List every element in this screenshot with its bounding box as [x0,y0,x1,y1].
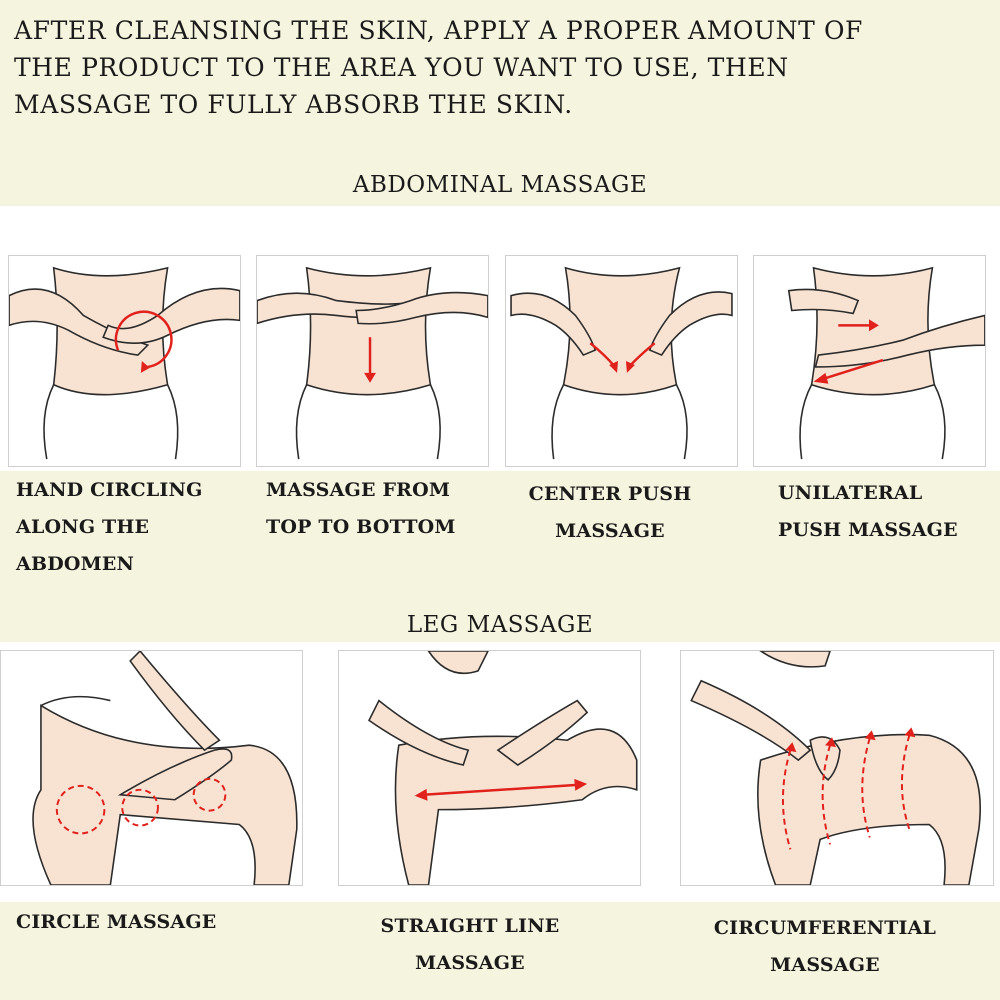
caption-line: ABDOMEN [16,553,135,575]
caption-center-push: CENTER PUSH MASSAGE [500,476,720,550]
leg-illustration-straight [338,650,641,886]
caption-circumferential: CIRCUMFERENTIAL MASSAGE [690,910,960,984]
leg-illustration-circumferential [680,650,994,886]
caption-line: PUSH MASSAGE [778,519,958,541]
caption-straight-line: STRAIGHT LINE MASSAGE [345,908,595,982]
intro-text: AFTER CLEANSING THE SKIN, APPLY A PROPER… [14,12,989,123]
caption-line: MASSAGE [415,952,525,974]
abdominal-section-title: ABDOMINAL MASSAGE [352,172,648,198]
caption-line: MASSAGE FROM [266,479,451,501]
caption-line: STRAIGHT LINE [380,915,560,937]
caption-line: CIRCLE MASSAGE [16,911,217,933]
abdominal-illustration-center-push [505,255,738,467]
caption-line: TOP TO BOTTOM [266,516,456,538]
caption-circle-massage: CIRCLE MASSAGE [16,904,276,941]
caption-unilateral: UNILATERAL PUSH MASSAGE [778,475,993,549]
leg-section-title: LEG MASSAGE [406,612,594,638]
caption-line: CIRCUMFERENTIAL [713,917,937,939]
abdominal-illustration-top-bottom [256,255,489,467]
caption-line: UNILATERAL [778,482,923,504]
caption-line: MASSAGE [555,520,665,542]
leg-illustration-circle [0,650,303,886]
caption-hand-circling: HAND CIRCLING ALONG THE ABDOMEN [16,472,236,583]
intro-line-3: MASSAGE TO FULLY ABSORB THE SKIN. [14,90,573,119]
abdominal-illustration-unilateral [753,255,986,467]
intro-line-1: AFTER CLEANSING THE SKIN, APPLY A PROPER… [14,16,864,45]
caption-top-to-bottom: MASSAGE FROM TOP TO BOTTOM [266,472,491,546]
intro-line-2: THE PRODUCT TO THE AREA YOU WANT TO USE,… [14,53,789,82]
caption-line: MASSAGE [770,954,880,976]
caption-line: ALONG THE [16,516,150,538]
abdominal-illustration-circling [8,255,241,467]
caption-line: HAND CIRCLING [16,479,203,501]
caption-line: CENTER PUSH [528,483,692,505]
